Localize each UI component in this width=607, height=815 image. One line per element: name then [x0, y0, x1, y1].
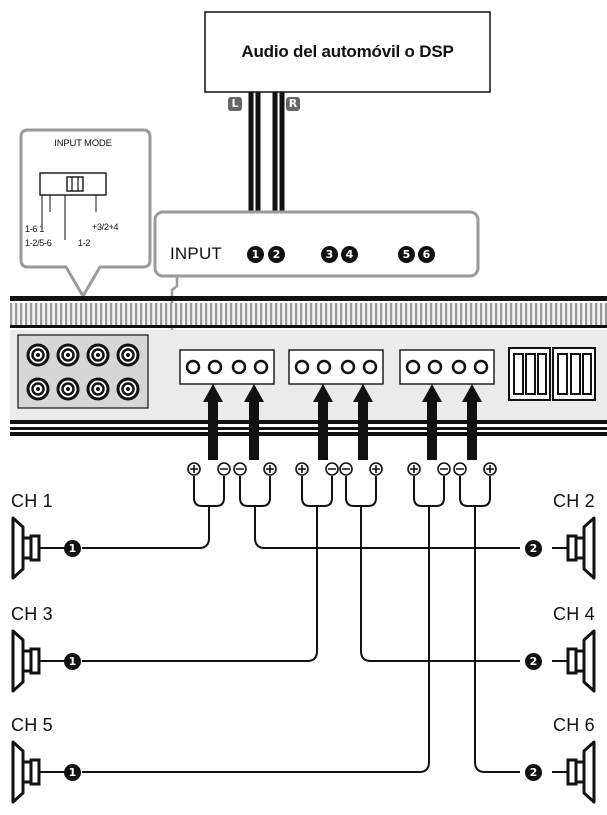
channel-label-4: CH 4 — [553, 604, 595, 624]
speaker-ch1-icon — [11, 516, 65, 580]
speaker-ch5-icon — [11, 740, 65, 804]
speaker-ch6-icon — [552, 740, 596, 804]
input-mode-option-4: +3/2+4 — [92, 222, 119, 232]
amplifier-top-rail — [10, 296, 607, 301]
speaker-wires — [82, 506, 520, 773]
speaker-ch3-icon — [11, 629, 65, 693]
input-label: INPUT — [170, 244, 222, 263]
source-cables — [248, 92, 285, 230]
speaker-ch2-icon — [552, 516, 596, 580]
channel-4-badge: 2 — [525, 653, 542, 670]
polarity-markers — [187, 462, 497, 476]
fuse-slots — [508, 347, 596, 401]
input-number-1: 1 — [247, 246, 264, 263]
speaker-terminal-block-3[interactable] — [399, 349, 495, 385]
channel-1-badge: 1 — [64, 540, 81, 557]
speaker-terminal-block-2[interactable] — [288, 349, 384, 385]
input-number-3: 3 — [321, 246, 338, 263]
terminal-arrows — [203, 384, 482, 460]
channel-label-2: CH 2 — [553, 491, 595, 511]
left-channel-tag: L — [228, 97, 242, 111]
channel-label-3: CH 3 — [11, 604, 53, 624]
channel-label-5: CH 5 — [11, 715, 53, 735]
channel-6-badge: 2 — [525, 764, 542, 781]
input-number-4: 4 — [341, 246, 358, 263]
amplifier-grille — [10, 303, 607, 325]
input-mode-option-1: 1-6 1 — [25, 224, 45, 234]
right-channel-tag: R — [286, 97, 300, 111]
input-mode-option-3: 1-2 — [78, 238, 91, 248]
channel-3-badge: 1 — [64, 653, 81, 670]
input-number-6: 6 — [418, 246, 435, 263]
input-panel — [153, 210, 480, 278]
wire-forks — [193, 476, 491, 507]
input-mode-title: INPUT MODE — [54, 138, 112, 149]
channel-5-badge: 1 — [64, 764, 81, 781]
input-mode-callout — [19, 128, 152, 299]
speaker-terminal-block-1[interactable] — [179, 349, 275, 385]
input-number-2: 2 — [268, 246, 285, 263]
speaker-ch4-icon — [552, 629, 596, 693]
input-number-5: 5 — [398, 246, 415, 263]
channel-label-1: CH 1 — [11, 491, 53, 511]
input-mode-leaders — [41, 195, 97, 240]
source-device-box — [204, 11, 491, 93]
channel-label-6: CH 6 — [553, 715, 595, 735]
amplifier-bottom-rail — [10, 420, 607, 424]
source-title: Audio del automóvil o DSP — [241, 42, 454, 61]
channel-2-badge: 2 — [525, 540, 542, 557]
input-mode-option-2: 1-2/5-6 — [25, 238, 52, 248]
